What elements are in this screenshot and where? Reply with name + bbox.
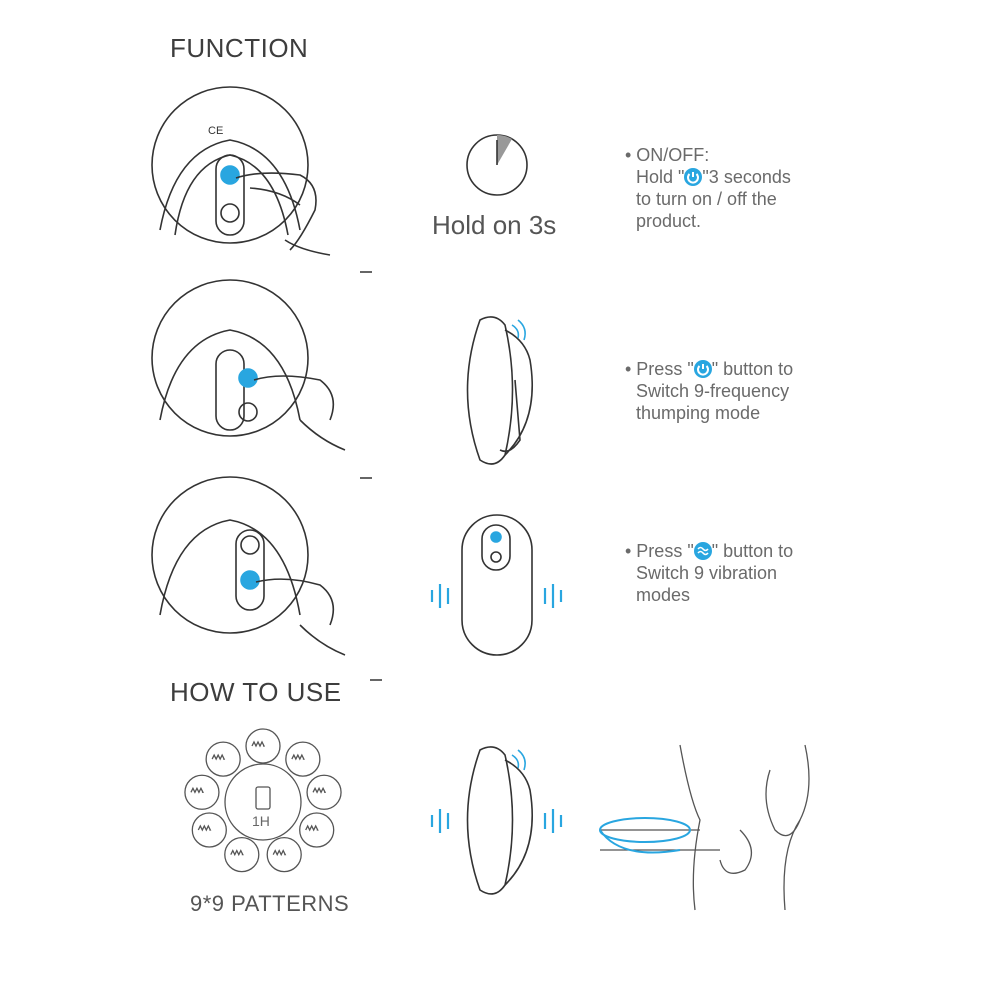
- step-title: • ON/OFF:: [625, 145, 710, 165]
- power-icon: [693, 360, 712, 378]
- text: modes: [636, 585, 691, 605]
- waveform-icon: [197, 824, 212, 832]
- waveform-icon: [190, 786, 204, 794]
- waveform-icon: [305, 824, 319, 832]
- waveform-icon: [272, 849, 287, 857]
- function-heading: FUNCTION: [170, 33, 309, 63]
- text: • Press ": [625, 359, 694, 379]
- device-closeup-power-press: CE: [151, 86, 372, 273]
- timer-label: Hold on 3s: [432, 210, 557, 240]
- step-vibration-description: • Press "" button to Switch 9 vibration …: [625, 540, 855, 606]
- pattern-icon: [245, 728, 281, 764]
- pattern-icon: [184, 774, 220, 810]
- text: • Press ": [625, 541, 694, 561]
- text: Switch 9 vibration: [636, 563, 778, 583]
- text: " button to: [711, 541, 794, 561]
- waveform-icon: [211, 753, 226, 761]
- device-closeup-wave-press: [151, 476, 382, 681]
- pattern-icon: [306, 774, 342, 810]
- battery-time-label: 1H: [252, 813, 270, 829]
- how-to-use-heading: HOW TO USE: [170, 677, 342, 707]
- vibration-marks-icon: [430, 584, 563, 608]
- text: Switch 9-frequency: [636, 381, 790, 401]
- timer-icon: [466, 134, 528, 196]
- device-front-view: [430, 514, 563, 656]
- svg-text:CE: CE: [208, 125, 223, 137]
- device-side-view: [466, 316, 533, 465]
- text: thumping mode: [636, 403, 761, 423]
- usage-illustration: [599, 744, 810, 911]
- text: Hold ": [636, 167, 685, 187]
- text: " button to: [711, 359, 794, 379]
- text: "3 seconds: [702, 167, 791, 187]
- waveform-icon: [251, 740, 266, 748]
- pattern-icon: [285, 741, 321, 777]
- pattern-icon: [191, 812, 227, 848]
- text: product.: [636, 211, 702, 231]
- text: to turn on / off the: [636, 189, 777, 209]
- pattern-icon: [266, 836, 302, 873]
- pattern-icon: [299, 812, 335, 848]
- pattern-icon: [205, 741, 241, 777]
- device-side-view-vibrating: [430, 746, 563, 895]
- pattern-icon: [224, 836, 260, 873]
- wave-icon: [693, 542, 712, 560]
- patterns-diagram: [184, 728, 342, 873]
- waveform-icon: [230, 849, 244, 857]
- waveform-icon: [291, 753, 305, 761]
- waveform-icon: [312, 786, 327, 794]
- power-icon: [684, 168, 703, 186]
- step-thumping-description: • Press "" button to Switch 9-frequency …: [625, 358, 855, 424]
- patterns-caption: 9*9 PATTERNS: [190, 891, 350, 916]
- device-closeup-power-press-2: [151, 279, 372, 479]
- step-onoff-description: • ON/OFF: Hold " "3 seconds to turn on / …: [625, 144, 855, 232]
